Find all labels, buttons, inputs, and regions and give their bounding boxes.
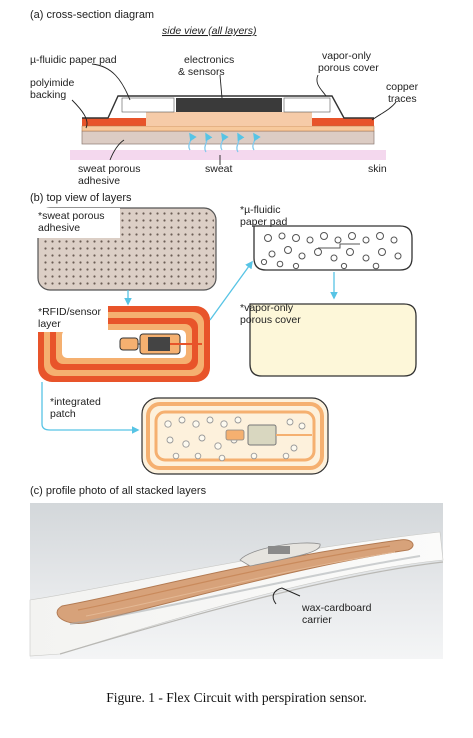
polyimide-layer <box>81 125 375 132</box>
label-paper-1: *µ-fluidic <box>240 204 280 216</box>
leader-electronics <box>219 74 223 99</box>
paper-pad-layer <box>146 112 312 126</box>
adhesive-layer <box>81 130 375 145</box>
copper-trace-left <box>82 118 146 126</box>
label-adhesive-1: *sweat porous <box>38 210 105 222</box>
vapor-cover <box>82 95 374 119</box>
leader-copper <box>371 101 397 121</box>
flow-arrows <box>41 260 338 434</box>
label-adhesive-2: adhesive <box>38 222 80 234</box>
leader-paper-pad <box>91 63 131 101</box>
label-cover-2: porous cover <box>240 314 301 326</box>
electronics-chip <box>176 98 282 112</box>
label-polyimide-2: backing <box>30 89 66 101</box>
label-polyimide-1: polyimide <box>30 77 75 89</box>
leader-vapor <box>316 74 327 97</box>
label-carrier-1: wax-cardboard <box>301 602 372 614</box>
label-sweat: sweat <box>205 163 233 175</box>
sweat-arrows <box>188 132 261 153</box>
label-cover-1: *vapor-only <box>240 302 294 314</box>
label-carrier-2: carrier <box>302 614 332 626</box>
paper-pad-left <box>121 97 175 113</box>
label-patch-2: patch <box>50 408 76 420</box>
arrow-rfid-to-paper <box>209 260 253 321</box>
label-copper-1: copper <box>386 81 419 93</box>
figure-caption: Figure. 1 - Flex Circuit with perspirati… <box>106 690 367 705</box>
label-electronics-1: electronics <box>184 54 234 66</box>
leader-adhesive <box>109 139 125 161</box>
adhesive-label-bg <box>36 208 120 238</box>
label-vapor-2: porous cover <box>318 62 379 74</box>
integrated-patch-top-view <box>141 397 329 475</box>
label-paper-pad: µ-fluidic paper pad <box>30 54 117 66</box>
cross-section-diagram <box>70 63 397 165</box>
label-rfid-1: *RFID/sensor <box>38 306 102 318</box>
label-skin: skin <box>368 163 387 175</box>
carrier-sheet <box>29 531 444 657</box>
paper-pad-right <box>283 97 331 113</box>
label-paper-2: paper pad <box>240 216 287 228</box>
label-electronics-2: & sensors <box>178 66 225 78</box>
label-rfid-2: layer <box>38 318 61 330</box>
section-b-title: (b) top view of layers <box>30 192 132 204</box>
section-a-subtitle: side view (all layers) <box>162 25 257 37</box>
leader-polyimide <box>71 99 88 129</box>
photo-patch <box>56 539 414 624</box>
label-patch-1: *integrated <box>50 396 101 408</box>
paper-pad-top-view <box>253 225 413 271</box>
leader-carrier <box>272 587 301 605</box>
profile-photo <box>29 503 444 659</box>
label-sweat-porous-2: adhesive <box>78 175 120 187</box>
rfid-label-bg <box>36 304 108 332</box>
label-vapor-1: vapor-only <box>322 50 372 62</box>
label-sweat-porous-1: sweat porous <box>78 163 140 175</box>
section-c-title: (c) profile photo of all stacked layers <box>30 485 207 497</box>
arrow-to-patch <box>41 382 140 434</box>
section-a-title: (a) cross-section diagram <box>30 9 154 21</box>
vapor-cover-top-view <box>249 303 417 377</box>
label-copper-2: traces <box>388 93 417 105</box>
copper-trace-right <box>312 118 374 126</box>
skin-band <box>70 150 386 160</box>
